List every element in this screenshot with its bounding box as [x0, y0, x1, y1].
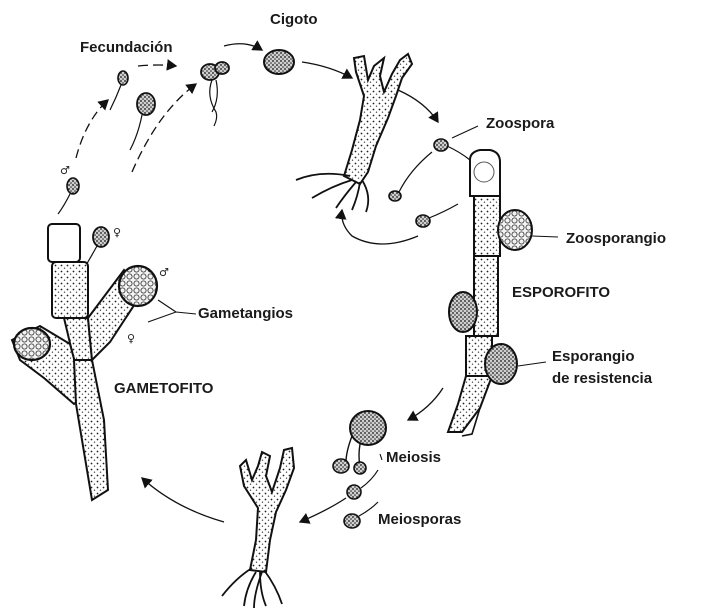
label-zoospora: Zoospora [486, 115, 555, 132]
label-gametofito: GAMETOFITO [114, 380, 214, 397]
arrow-zoospore-return [342, 210, 418, 244]
female-symbol-gamete: ♀ [113, 226, 121, 239]
arrow-plant-to-gametophyte [142, 478, 224, 522]
arrow-meiospores-to-plant [300, 498, 346, 522]
resting-sporangium-upper [449, 292, 477, 332]
zoosporangium [498, 210, 532, 250]
arrow-fecundation-to-zygote [224, 44, 262, 50]
zygote [264, 50, 294, 74]
fertilization-gametes [201, 62, 229, 126]
gametophyte [12, 224, 157, 500]
male-gametangium [119, 266, 157, 306]
label-zoosporangio: Zoosporangio [566, 230, 666, 247]
label-esporofito: ESPOROFITO [512, 284, 610, 301]
label-meiosis: Meiosis [386, 449, 441, 466]
label-esporangio-line2: de resistencia [552, 370, 653, 387]
label-esporangio-line1: Esporangio [552, 348, 635, 365]
label-meiosporas: Meiosporas [378, 511, 461, 528]
arrow-young-sporophyte-to-zoospore [398, 90, 438, 122]
arrow-gametes-to-fecundation [138, 65, 176, 66]
male-symbol-gamete: ♂ [60, 164, 70, 177]
arrow-male-gamete-up [76, 100, 108, 158]
female-symbol-gametangium: ♀ [127, 332, 135, 345]
label-cigoto: Cigoto [270, 11, 317, 28]
resting-sporangium-lower [485, 344, 517, 384]
arrow-sporophyte-to-meiosis [408, 388, 443, 420]
zoospores [389, 139, 470, 227]
label-fecundacion: Fecundación [80, 39, 173, 56]
arrow-zygote-to-young-sporophyte [302, 62, 352, 78]
young-gametophyte [222, 448, 294, 608]
male-symbol-gametangium: ♂ [159, 266, 169, 279]
female-gametangium [14, 328, 50, 360]
label-gametangios: Gametangios [198, 305, 293, 322]
young-sporophyte [296, 54, 412, 212]
